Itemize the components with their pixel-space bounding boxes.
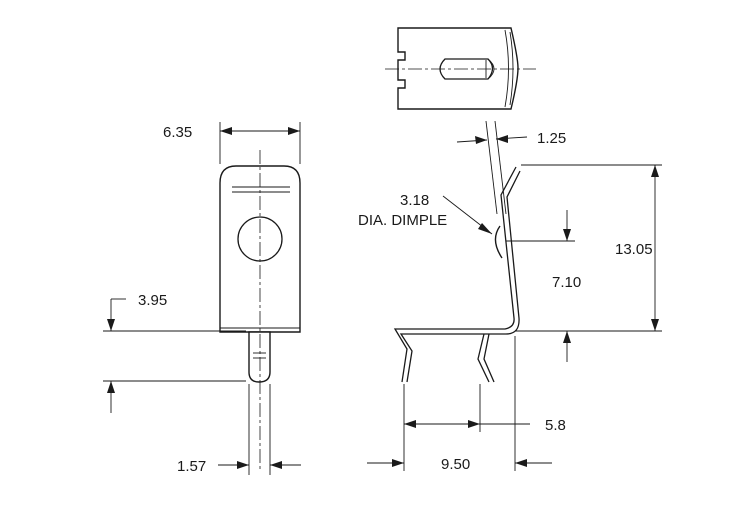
dim-width-label: 6.35	[163, 124, 192, 141]
dim-slot: 3.95	[103, 292, 246, 413]
dim-height-label: 13.05	[615, 241, 653, 258]
dim-dimple-arrow-bottom	[563, 331, 571, 343]
dim-pin-label: 1.57	[177, 458, 206, 475]
dim-height-arrow-bottom	[651, 319, 659, 331]
dim-thickness: 1.25	[456, 120, 566, 215]
dim-leg-label: 5.8	[545, 417, 566, 434]
dim-width-arrow-right	[288, 127, 300, 135]
dim-dimple-callout: 3.18 DIA. DIMPLE	[358, 192, 493, 235]
dim-dimple-note: DIA. DIMPLE	[358, 212, 447, 229]
dim-slot-arrow-top	[107, 319, 115, 331]
dim-heights: 13.05 7.10	[506, 164, 662, 362]
top-view	[385, 27, 536, 110]
side-view-front-leg	[477, 333, 495, 383]
dim-lengths: 5.8 9.50	[367, 336, 566, 473]
dim-height-arrow-top	[651, 165, 659, 177]
dim-dimple-label: 3.18	[400, 192, 429, 209]
dim-base-label: 9.50	[441, 456, 470, 473]
dim-base-arrow-right	[515, 459, 527, 467]
dim-slot-label: 3.95	[138, 292, 167, 309]
front-view-pin	[248, 331, 271, 383]
dim-width-arrow-left	[220, 127, 232, 135]
dim-thickness-ext-right	[494, 120, 507, 215]
dim-dimple-arrow-top	[563, 229, 571, 241]
dim-slot-arrow-bottom	[107, 381, 115, 393]
dim-leg-arrow-right	[468, 420, 480, 428]
top-view-bend-line	[504, 29, 509, 108]
dim-pin: 1.57	[177, 384, 301, 475]
dim-thickness-arrow-left	[475, 136, 487, 144]
side-view-dimple	[494, 225, 503, 259]
side-view-profile-outer	[393, 166, 517, 383]
dim-base-arrow-left	[392, 459, 404, 467]
dim-width: 6.35	[163, 122, 301, 164]
dim-dimple-height-label: 7.10	[552, 274, 581, 291]
dim-thickness-arrow-right	[496, 135, 508, 143]
dim-thickness-label: 1.25	[537, 130, 566, 147]
dim-pin-arrow-left	[237, 461, 249, 469]
dim-leg-arrow-left	[404, 420, 416, 428]
dim-thickness-ext-left	[485, 120, 498, 215]
top-view-bend-line-2	[509, 31, 514, 106]
front-view	[219, 150, 301, 470]
top-view-outline	[397, 27, 519, 110]
dim-pin-arrow-right	[270, 461, 282, 469]
dimple-leader-arrow	[478, 223, 492, 234]
